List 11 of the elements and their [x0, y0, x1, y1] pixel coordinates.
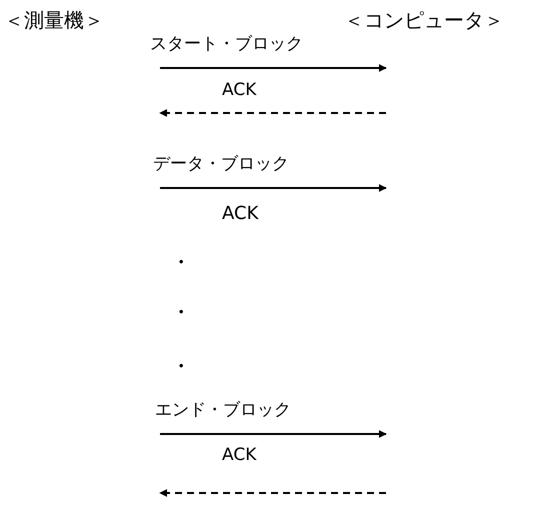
- message-label: データ・ブロック: [153, 154, 289, 174]
- ellipsis-dot: ・: [172, 252, 190, 274]
- ellipsis-dot: ・: [172, 302, 190, 324]
- message-label: スタート・ブロック: [150, 34, 303, 54]
- participant-header: ＜コンピュータ＞: [344, 8, 504, 32]
- message-label: ACK: [222, 445, 256, 466]
- ellipsis-dot: ・: [172, 356, 190, 378]
- message-label: エンド・ブロック: [155, 400, 291, 420]
- participant-header: ＜測量機＞: [4, 8, 104, 32]
- message-label: ACK: [222, 203, 258, 225]
- message-label: ACK: [222, 80, 256, 100]
